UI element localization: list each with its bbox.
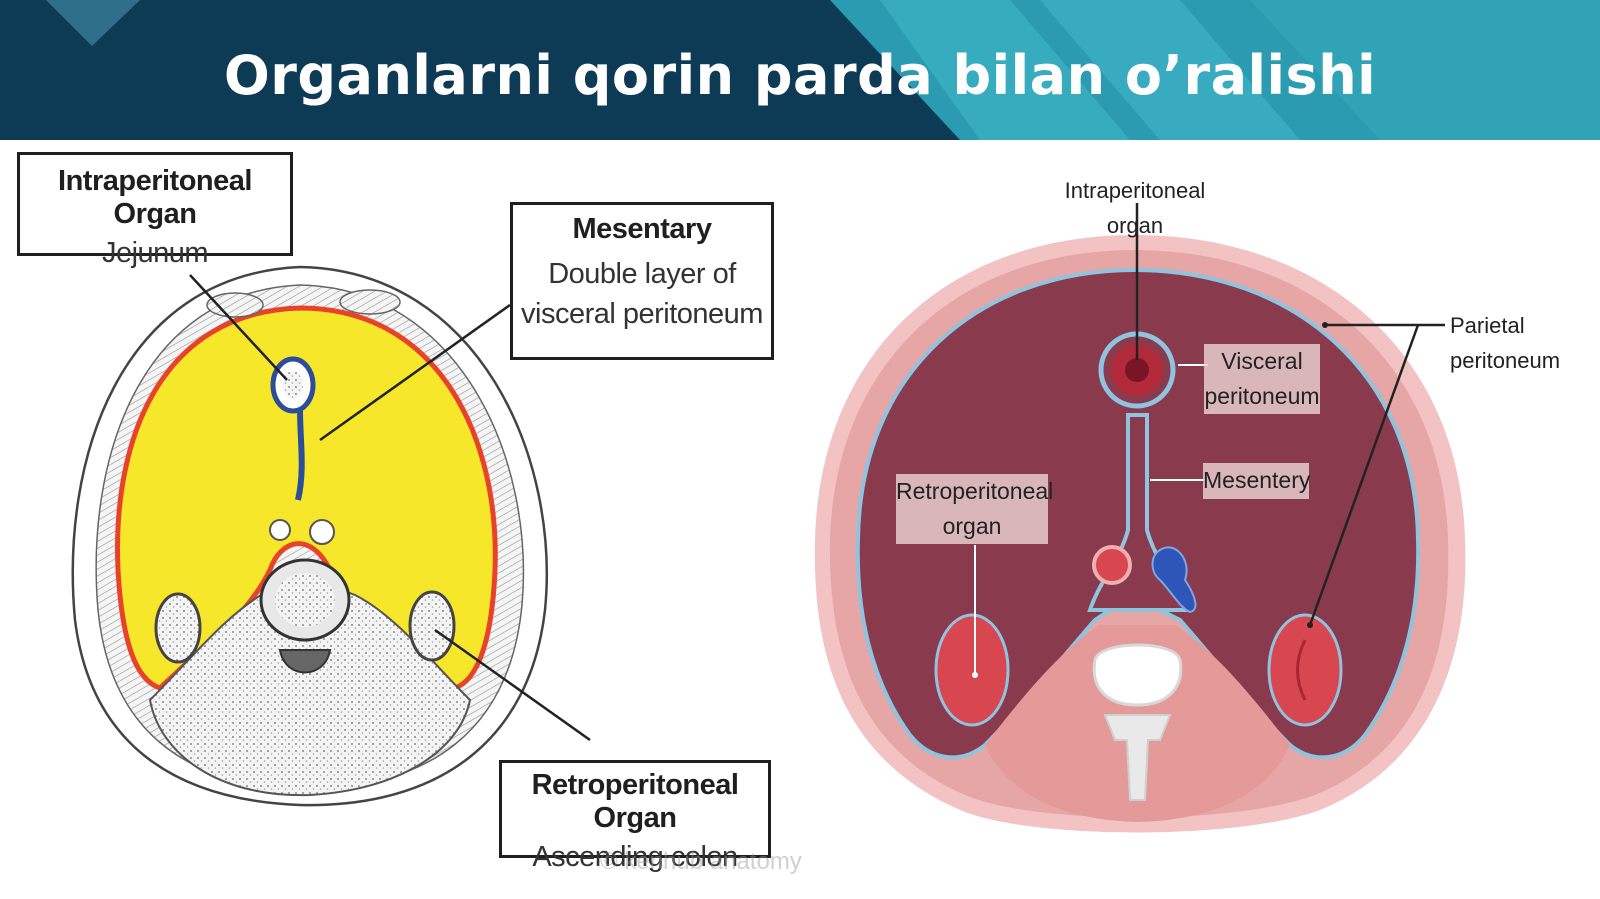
intraperitoneal-organ-box: Intraperitoneal Organ Jejunum <box>17 152 293 269</box>
left-cross-section <box>71 265 591 807</box>
intraperitoneal-organ-label: Intraperitoneal organ <box>1064 178 1206 238</box>
left-peritoneal-cavity <box>115 305 498 691</box>
left-retroperitoneal-organ-right <box>408 590 456 662</box>
right-kidney-right <box>1267 613 1343 727</box>
retroperitoneal-organ-box: Retroperitoneal Organ Ascending colon <box>499 760 771 873</box>
visceral-peritoneum-tag: Visceral peritoneum <box>1204 344 1320 414</box>
mesentery-tag: Mesentery <box>1203 463 1310 499</box>
retroperitoneal-organ-tag: Retroperitoneal organ <box>896 474 1053 544</box>
intraperitoneal-organ-subtext: Jejunum <box>101 237 209 269</box>
left-back-muscles <box>148 583 472 797</box>
retroperitoneal-organ-heading: Retroperitoneal Organ <box>531 769 739 834</box>
title-banner: Organlarni qorin parda bilan o’ralishi <box>0 0 1600 140</box>
parietal-peritoneum-label: Parietal peritoneum <box>1450 313 1561 373</box>
left-retroperitoneal-organ-left <box>154 592 202 664</box>
left-mesentery <box>295 409 305 501</box>
mesentary-subtext: Double layer of visceral peritoneum <box>521 258 763 330</box>
mesentary-heading: Mesentary <box>572 213 712 245</box>
right-vena-cava <box>1151 546 1197 614</box>
right-aorta <box>1092 545 1132 585</box>
intraperitoneal-organ-heading: Intraperitoneal Organ <box>58 165 252 230</box>
mesentary-box: Mesentary Double layer of visceral perit… <box>510 202 774 360</box>
retroperitoneal-organ-subtext: Ascending colon <box>532 841 738 873</box>
kenhub-watermark: © kenhub anatomy <box>600 848 802 875</box>
right-kidney-left <box>934 613 1010 727</box>
slide-title: Organlarni qorin parda bilan o’ralishi <box>223 44 1377 107</box>
